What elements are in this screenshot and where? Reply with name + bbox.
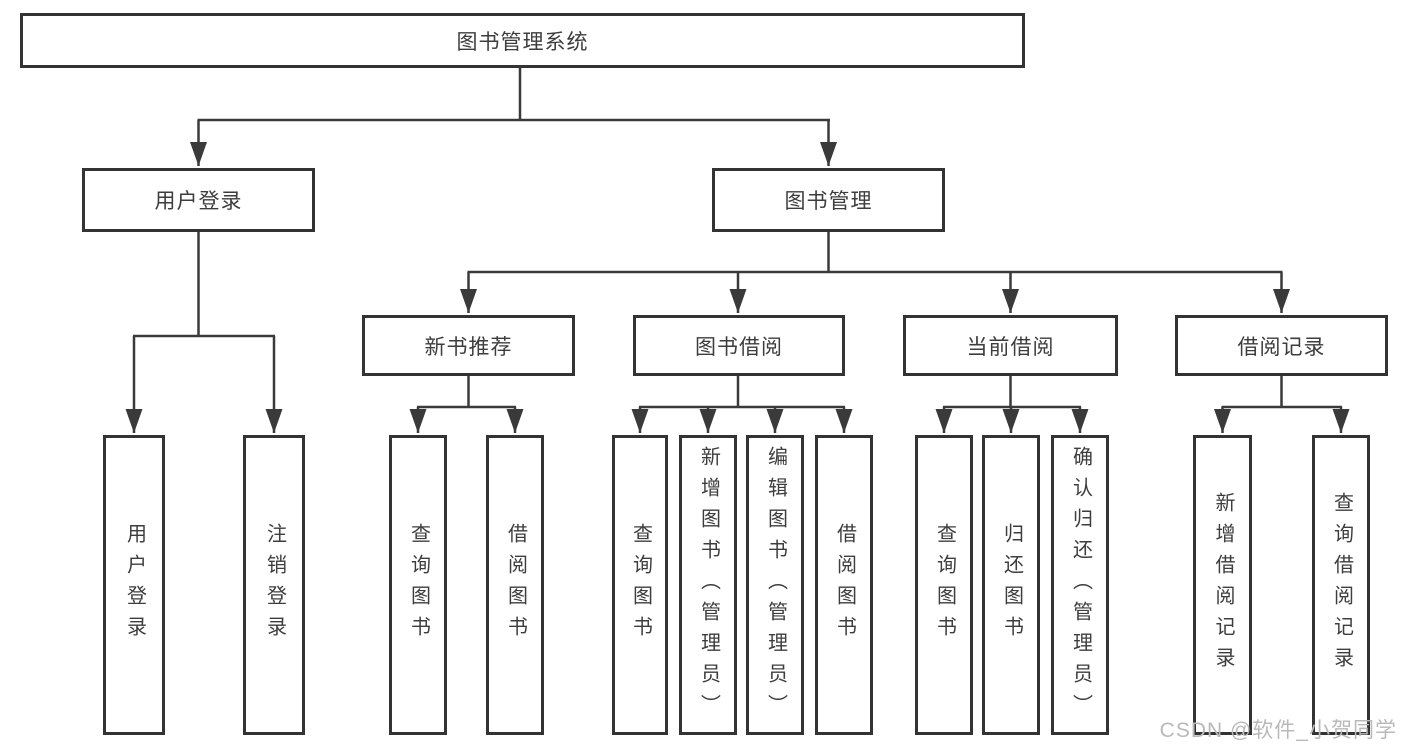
node-label: 确认归还（管理员） — [1069, 445, 1092, 725]
node-logout: 注销登录 — [243, 435, 305, 735]
node-label: 用户登录 — [123, 523, 146, 647]
node-new-book-recommend: 新书推荐 — [362, 315, 575, 376]
node-book-borrow: 图书借阅 — [633, 315, 845, 376]
node-current-borrow: 当前借阅 — [903, 315, 1118, 376]
node-label: 查询图书 — [933, 523, 956, 647]
node-query-books-current: 查询图书 — [915, 435, 973, 735]
node-user-login: 用户登录 — [82, 168, 315, 232]
node-label: 编辑图书（管理员） — [764, 445, 787, 725]
node-add-borrow-record: 新增借阅记录 — [1193, 435, 1252, 735]
node-add-books-admin: 新增图书（管理员） — [679, 435, 737, 735]
node-user-login-leaf: 用户登录 — [103, 435, 165, 735]
node-label: 借阅图书 — [833, 523, 856, 647]
node-label: 注销登录 — [263, 523, 286, 647]
node-query-borrow-record: 查询借阅记录 — [1312, 435, 1370, 735]
node-root: 图书管理系统 — [20, 13, 1025, 68]
node-return-books: 归还图书 — [982, 435, 1040, 735]
node-label: 查询图书 — [629, 523, 652, 647]
csdn-watermark: CSDN @软件_小贺同学 — [1159, 719, 1397, 742]
node-label: 新增借阅记录 — [1212, 492, 1234, 678]
node-query-books-borrow: 查询图书 — [612, 435, 668, 735]
node-book-management: 图书管理 — [712, 168, 945, 232]
node-label: 借阅图书 — [504, 523, 527, 647]
node-borrow-records: 借阅记录 — [1175, 315, 1388, 376]
node-borrow-books-leaf: 借阅图书 — [815, 435, 873, 735]
node-confirm-return-admin: 确认归还（管理员） — [1051, 435, 1109, 735]
node-query-books-recommend: 查询图书 — [389, 435, 447, 735]
node-label: 归还图书 — [1000, 523, 1023, 647]
node-borrow-books-recommend: 借阅图书 — [486, 435, 544, 735]
node-label: 查询借阅记录 — [1330, 492, 1353, 678]
connector-trunks — [133, 68, 1342, 409]
node-label: 新增图书（管理员） — [697, 445, 720, 725]
node-edit-books-admin: 编辑图书（管理员） — [746, 435, 804, 735]
node-label: 查询图书 — [407, 523, 430, 647]
connector-arrows — [125, 120, 1350, 433]
